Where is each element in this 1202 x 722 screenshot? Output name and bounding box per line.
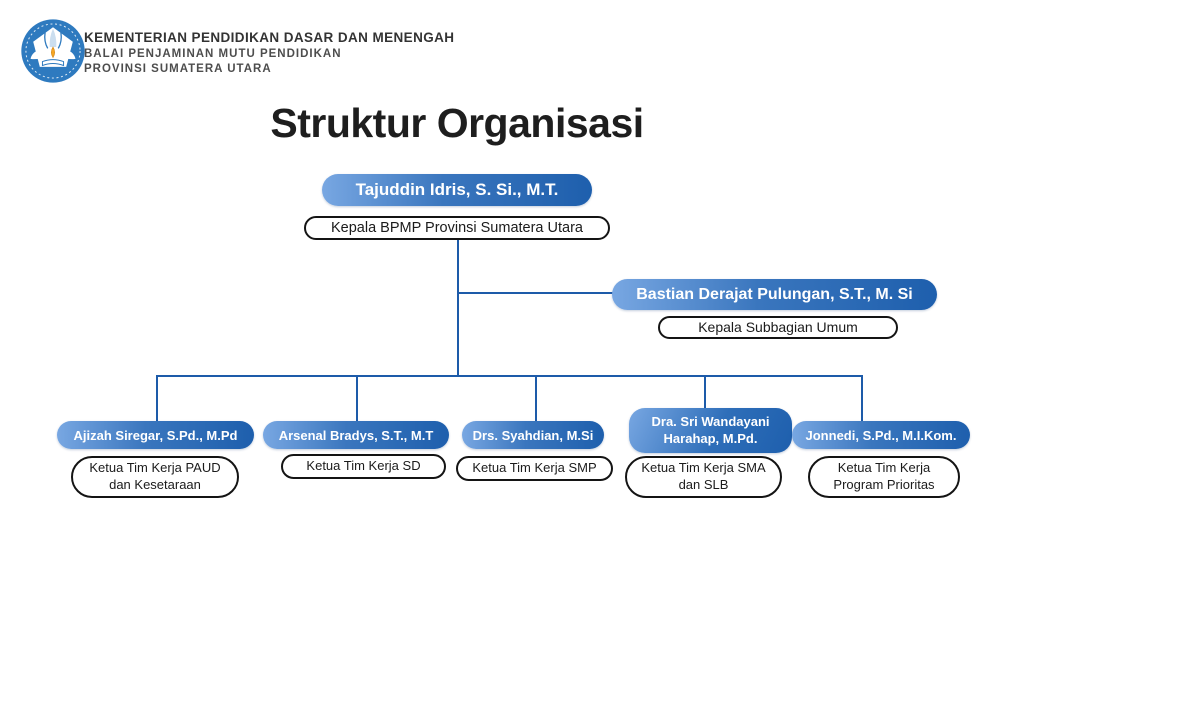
org-node-unit-role: Ketua Tim Kerja SMA dan SLB [625,456,782,498]
agency-name: BALAI PENJAMINAN MUTU PENDIDIKAN [84,48,342,60]
org-node-unit-role: Ketua Tim Kerja Program Prioritas [808,456,960,498]
connector-units-horizontal [156,375,863,377]
page-title: Struktur Organisasi [270,100,644,146]
connector-unit1-drop [156,375,158,423]
org-node-deputy-role: Kepala Subbagian Umum [658,316,898,339]
connector-unit5-drop [861,375,863,422]
org-node-unit-name: Drs. Syahdian, M.Si [462,421,604,449]
org-node-unit-role: Ketua Tim Kerja PAUD dan Kesetaraan [71,456,239,498]
org-node-root-name: Tajuddin Idris, S. Si., M.T. [322,174,592,206]
org-node-unit-role: Ketua Tim Kerja SD [281,454,446,479]
org-node-unit-name: Jonnedi, S.Pd., M.I.Kom. [792,421,970,449]
org-node-deputy-name: Bastian Derajat Pulungan, S.T., M. Si [612,279,937,310]
connector-unit4-drop [704,375,706,411]
connector-unit3-drop [535,375,537,423]
org-node-unit-role: Ketua Tim Kerja SMP [456,456,613,481]
tut-wuri-handayani-logo-icon [21,19,85,83]
connector-unit2-drop [356,375,358,423]
connector-deputy-branch [457,292,614,294]
ministry-name: KEMENTERIAN PENDIDIKAN DASAR DAN MENENGA… [84,30,455,45]
connector-root-vertical [457,239,459,377]
org-node-unit-name: Dra. Sri Wandayani Harahap, M.Pd. [629,408,792,453]
org-node-root-role: Kepala BPMP Provinsi Sumatera Utara [304,216,610,240]
org-node-unit-name: Arsenal Bradys, S.T., M.T [263,421,449,449]
org-node-unit-name: Ajizah Siregar, S.Pd., M.Pd [57,421,254,449]
province-name: PROVINSI SUMATERA UTARA [84,63,272,75]
